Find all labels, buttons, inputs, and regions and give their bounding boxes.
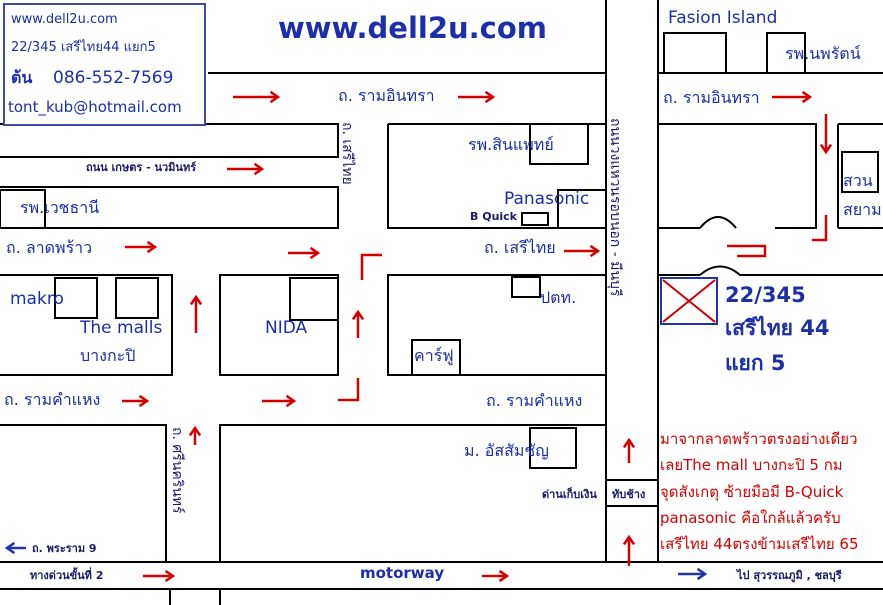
destination-lane: แยก 5 [725, 351, 786, 375]
road-outer-ring-vertical: ถนนวงแหวนรอบนอก - มีนบุรี [607, 118, 623, 297]
directions-line: เลยThe mall บางกะปิ 5 กม [660, 456, 843, 474]
contact-email[interactable]: tont_kub@hotmail.com [8, 98, 182, 116]
road-motorway: motorway [360, 564, 445, 582]
road-expressway2: ทางด่วนขั้นที่ 2 [30, 569, 104, 582]
road-serithai-vertical: ถ. เสรีไทย [339, 122, 355, 185]
landmark-siam-park-2: สยาม [843, 200, 882, 219]
road-rama9: ถ. พระราม 9 [32, 542, 97, 555]
arrowhead-icon [622, 534, 636, 546]
destination-street: เสรีไทย 44 [725, 316, 830, 340]
contact-address: 22/345 เสรีไทย44 แยก5 [11, 40, 156, 55]
landmark-fashion-island: Fasion Island [668, 8, 778, 28]
landmark-carrefour: คาร์ฟู [414, 346, 454, 365]
directions-line: เสรีไทย 44ตรงข้ามเสรีไทย 65 [660, 535, 859, 553]
destination-number: 22/345 [725, 283, 806, 307]
turn-arrow-icon [338, 378, 360, 402]
contact-website[interactable]: www.dell2u.com [11, 12, 118, 27]
landmark-thap-chang: ทับช้าง [612, 488, 646, 501]
arrowhead-icon [146, 240, 158, 254]
road-kaset-nawamin: ถนน เกษตร - นวมินทร์ [86, 161, 197, 174]
road-ram-intra-right: ถ. รามอินทรา [663, 88, 760, 107]
landmark-nida: NIDA [265, 318, 308, 338]
directions-line: panasonic คือใกล้แล้วครับ [660, 509, 841, 527]
road-seri-thai: ถ. เสรีไทย [484, 238, 556, 257]
arrowhead-icon [189, 294, 203, 306]
arrowhead-icon [269, 90, 281, 104]
site-title[interactable]: www.dell2u.com [278, 11, 548, 45]
road-ram-khamhaeng-left: ถ. รามคำแหง [4, 390, 101, 409]
turn-arrow-icon [360, 253, 382, 280]
arrowhead-icon [696, 567, 708, 581]
arrowhead-icon [484, 90, 496, 104]
arrowhead-icon [589, 244, 601, 258]
landmark-the-malls: The malls [80, 318, 163, 338]
turn-arrow-icon [727, 244, 767, 258]
arrowhead-icon [138, 394, 150, 408]
road-ram-intra-left: ถ. รามอินทรา [338, 86, 435, 105]
landmark-bquick: B Quick [470, 210, 518, 223]
landmark-bangkapi: บางกะปิ [80, 346, 136, 365]
arrowhead-icon [4, 541, 16, 555]
contact-box: www.dell2u.com 22/345 เสรีไทย44 แยก5 ต้น… [3, 3, 206, 126]
road-ram-khamhaeng-right: ถ. รามคำแหง [486, 391, 583, 410]
landmark-ptt: ปตท. [540, 288, 577, 307]
road-lat-phrao: ถ. ลาดพร้าว [6, 238, 93, 257]
arrowhead-icon [819, 143, 833, 155]
landmark-hospital-sinphaet: รพ.สินแพทย์ [468, 135, 554, 154]
landmark-makro: makro [10, 289, 64, 309]
destination-marker-icon [661, 278, 717, 324]
landmark-panasonic: Panasonic [504, 189, 590, 209]
arrowhead-icon [253, 162, 265, 176]
arrowhead-icon [801, 90, 813, 104]
landmark-toll-booth: ด่านเก็บเงิน [542, 488, 597, 501]
landmark-hospital-vejthani: รพ.เวชธานี [20, 198, 100, 217]
landmark-assumption-univ: ม. อัสสัมชัญ [464, 441, 549, 460]
arrowhead-icon [285, 394, 297, 408]
arrowhead-icon [164, 569, 176, 583]
turn-arrow-icon [812, 215, 828, 242]
directions-line: จุดสังเกตุ ซ้ายมือมี B-Quick [660, 483, 844, 501]
directions-line: มาจากลาดพร้าวตรงอย่างเดียว [660, 430, 858, 448]
landmark-siam-park-1: สวน [843, 171, 873, 190]
arrowhead-icon [351, 309, 365, 321]
contact-phone: 086-552-7569 [53, 68, 174, 88]
road-sri-nakarin-vertical: ถ. ศรีนครินทร์ [169, 427, 185, 514]
contact-name: ต้น [11, 68, 33, 87]
arrowhead-icon [622, 437, 636, 449]
arrowhead-icon [498, 569, 510, 583]
arrowhead-icon [188, 425, 202, 437]
road-to-suvarnabhumi: ไป สุวรรณภูมิ , ชลบุรี [737, 569, 842, 582]
landmark-hospital-nopparat: รพ.นพรัตน์ [785, 44, 861, 63]
arrowhead-icon [309, 246, 321, 260]
